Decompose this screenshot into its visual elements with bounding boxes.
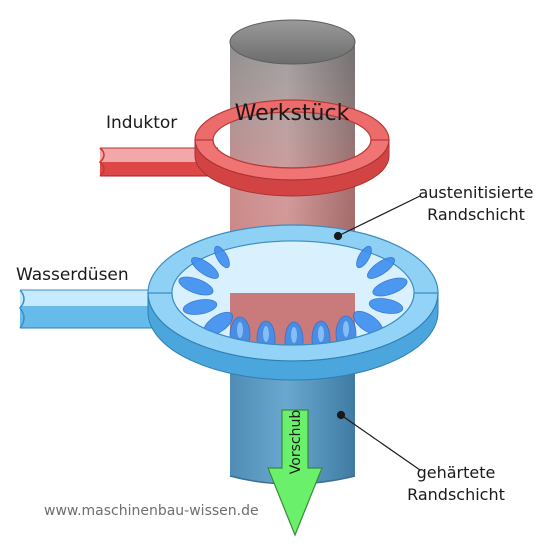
inductor-label: Induktor <box>106 113 177 133</box>
workpiece-label: Werkstück <box>235 101 350 126</box>
water-nozzles-label: Wasserdüsen <box>16 265 129 285</box>
inductor-coil <box>98 99 390 197</box>
austenitized-pointer-dot <box>333 231 343 241</box>
feed-label: Vorschub <box>288 410 304 475</box>
hardened-pointer-dot <box>336 410 346 420</box>
austenitized-label-line2: Randschicht <box>427 205 525 224</box>
water-ring-front <box>147 292 439 381</box>
pointer-lines <box>333 195 421 471</box>
hardened-label-line1: gehärtete <box>417 463 496 482</box>
austenitized-label-line1: austenitisierte <box>418 183 533 202</box>
website-label: www.maschinenbau-wissen.de <box>44 503 259 519</box>
hardened-label-line2: Randschicht <box>407 485 505 504</box>
feed-arrow-icon <box>267 409 323 537</box>
